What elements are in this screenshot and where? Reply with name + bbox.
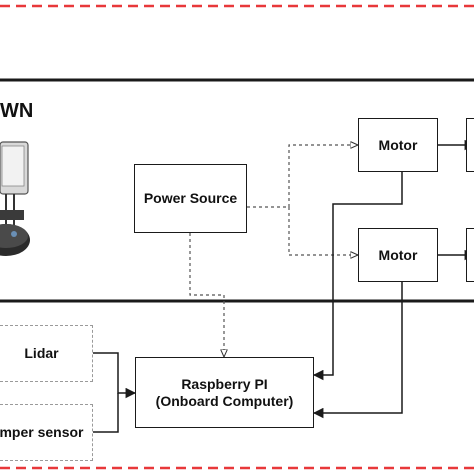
bumper-sensor-label: mper sensor (0, 424, 84, 440)
motor-top-label: Motor (378, 136, 418, 153)
motor-top-to-raspberry (312, 172, 403, 381)
raspberry-pi-box: Raspberry PI (Onboard Computer) (135, 357, 314, 428)
motor-bottom-output-box (466, 228, 474, 282)
motor-top-box: Motor (358, 118, 438, 172)
motor-bottom-to-raspberry (312, 282, 403, 419)
power-to-motor-bottom-dashed (288, 207, 358, 255)
motor-bottom-box: Motor (358, 228, 438, 282)
power-to-motor-top-dashed (288, 145, 358, 207)
raspberry-pi-label: Raspberry PI (181, 375, 268, 392)
lidar-box: Lidar (0, 325, 93, 382)
bumper-to-raspberry (93, 393, 119, 433)
power-to-raspberry-dashed (189, 233, 224, 357)
section-title: WN (0, 100, 34, 122)
motor-top-output-box (466, 118, 474, 172)
lidar-label: Lidar (24, 345, 59, 361)
bumper-sensor-box: mper sensor (0, 404, 93, 461)
power-source-label: Power Source (143, 190, 238, 206)
onboard-computer-label: (Onboard Computer) (155, 392, 294, 409)
motor-bottom-label: Motor (378, 246, 418, 263)
lidar-to-raspberry (93, 352, 137, 399)
robot-image (0, 141, 30, 256)
power-source-box: Power Source (134, 164, 247, 233)
